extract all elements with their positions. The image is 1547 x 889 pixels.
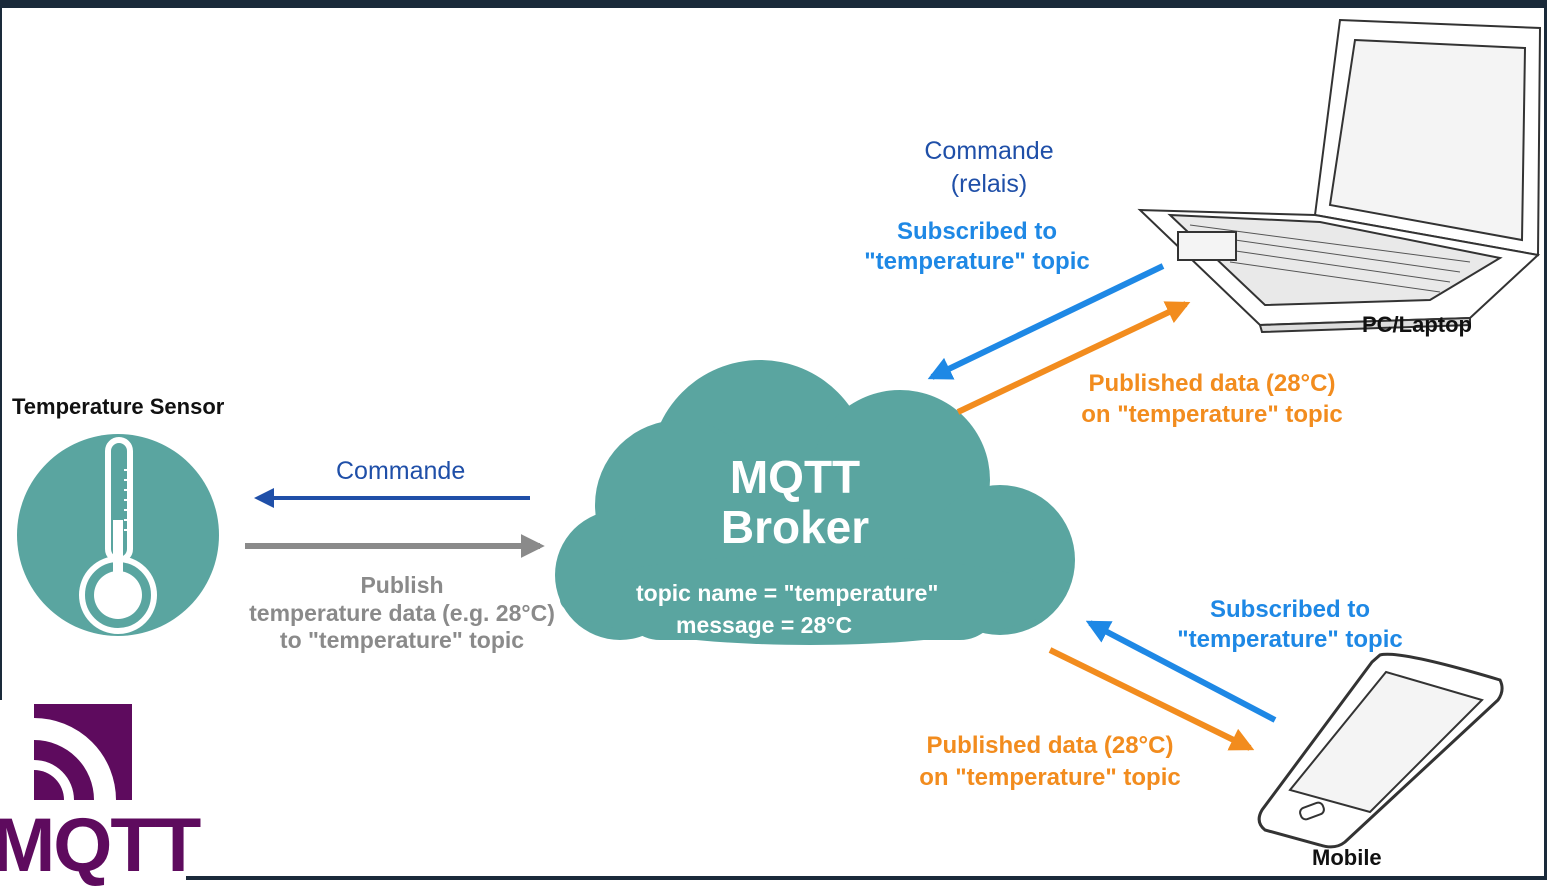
sensor-title: Temperature Sensor — [12, 394, 225, 419]
broker-topic: topic name = "temperature" — [636, 580, 939, 606]
mobile-label: Mobile — [1312, 845, 1382, 870]
mobile-published-line-2: on "temperature" topic — [919, 764, 1181, 791]
logo-text: MQTT — [0, 803, 201, 888]
subscribe-arrow-mobile — [1085, 620, 1277, 723]
thermometer-icon — [17, 434, 219, 636]
publish-line-3: to "temperature" topic — [279, 627, 525, 654]
laptop-label: PC/Laptop — [1362, 312, 1472, 337]
window-frame-left — [0, 0, 2, 700]
laptop-published-label: Published data (28°C) on "temperature" t… — [1062, 368, 1362, 430]
mobile-subscribed-label: Subscribed to "temperature" topic — [1160, 595, 1420, 655]
laptop-subscribed-line-2: "temperature" topic — [864, 248, 1090, 275]
subscribe-arrow-laptop — [927, 263, 1165, 380]
mobile-published-label: Published data (28°C) on "temperature" t… — [900, 730, 1200, 794]
broker-title-line-1: MQTT — [729, 451, 861, 503]
broker-title: MQTT Broker — [680, 452, 910, 552]
laptop-published-line-2: on "temperature" topic — [1081, 401, 1343, 428]
window-frame-bottom — [186, 876, 1547, 880]
laptop-icon — [1137, 18, 1542, 334]
signal-icon — [33, 704, 132, 801]
publish-line-1: Publish — [360, 572, 444, 598]
broker-title-line-2: Broker — [720, 501, 870, 553]
command-relais-line-2: (relais) — [950, 170, 1028, 198]
publish-label: Publish temperature data (e.g. 28°C) to … — [222, 572, 582, 655]
command-relais-label: Commande (relais) — [900, 135, 1078, 201]
smartphone-icon — [1257, 652, 1504, 849]
publish-line-2: temperature data (e.g. 28°C) — [249, 599, 555, 626]
laptop-subscribed-label: Subscribed to "temperature" topic — [848, 217, 1106, 277]
cloud-icon — [555, 360, 1075, 645]
laptop-subscribed-line-1: Subscribed to — [896, 218, 1058, 245]
publish-arrow-mobile — [1048, 647, 1255, 751]
mobile-subscribed-line-1: Subscribed to — [1209, 596, 1371, 623]
command-relais-line-1: Commande — [924, 137, 1054, 165]
command-label-left: Commande — [336, 457, 466, 485]
laptop-published-line-1: Published data (28°C) — [1088, 370, 1336, 397]
window-frame-top — [0, 0, 1547, 8]
mqtt-logo: MQTT — [0, 700, 201, 888]
broker-message: message = 28°C — [676, 612, 853, 638]
mobile-published-line-1: Published data (28°C) — [926, 732, 1174, 759]
window-frame-right — [1544, 0, 1547, 880]
publish-arrow-laptop — [956, 301, 1191, 415]
mobile-subscribed-line-2: "temperature" topic — [1177, 626, 1403, 653]
